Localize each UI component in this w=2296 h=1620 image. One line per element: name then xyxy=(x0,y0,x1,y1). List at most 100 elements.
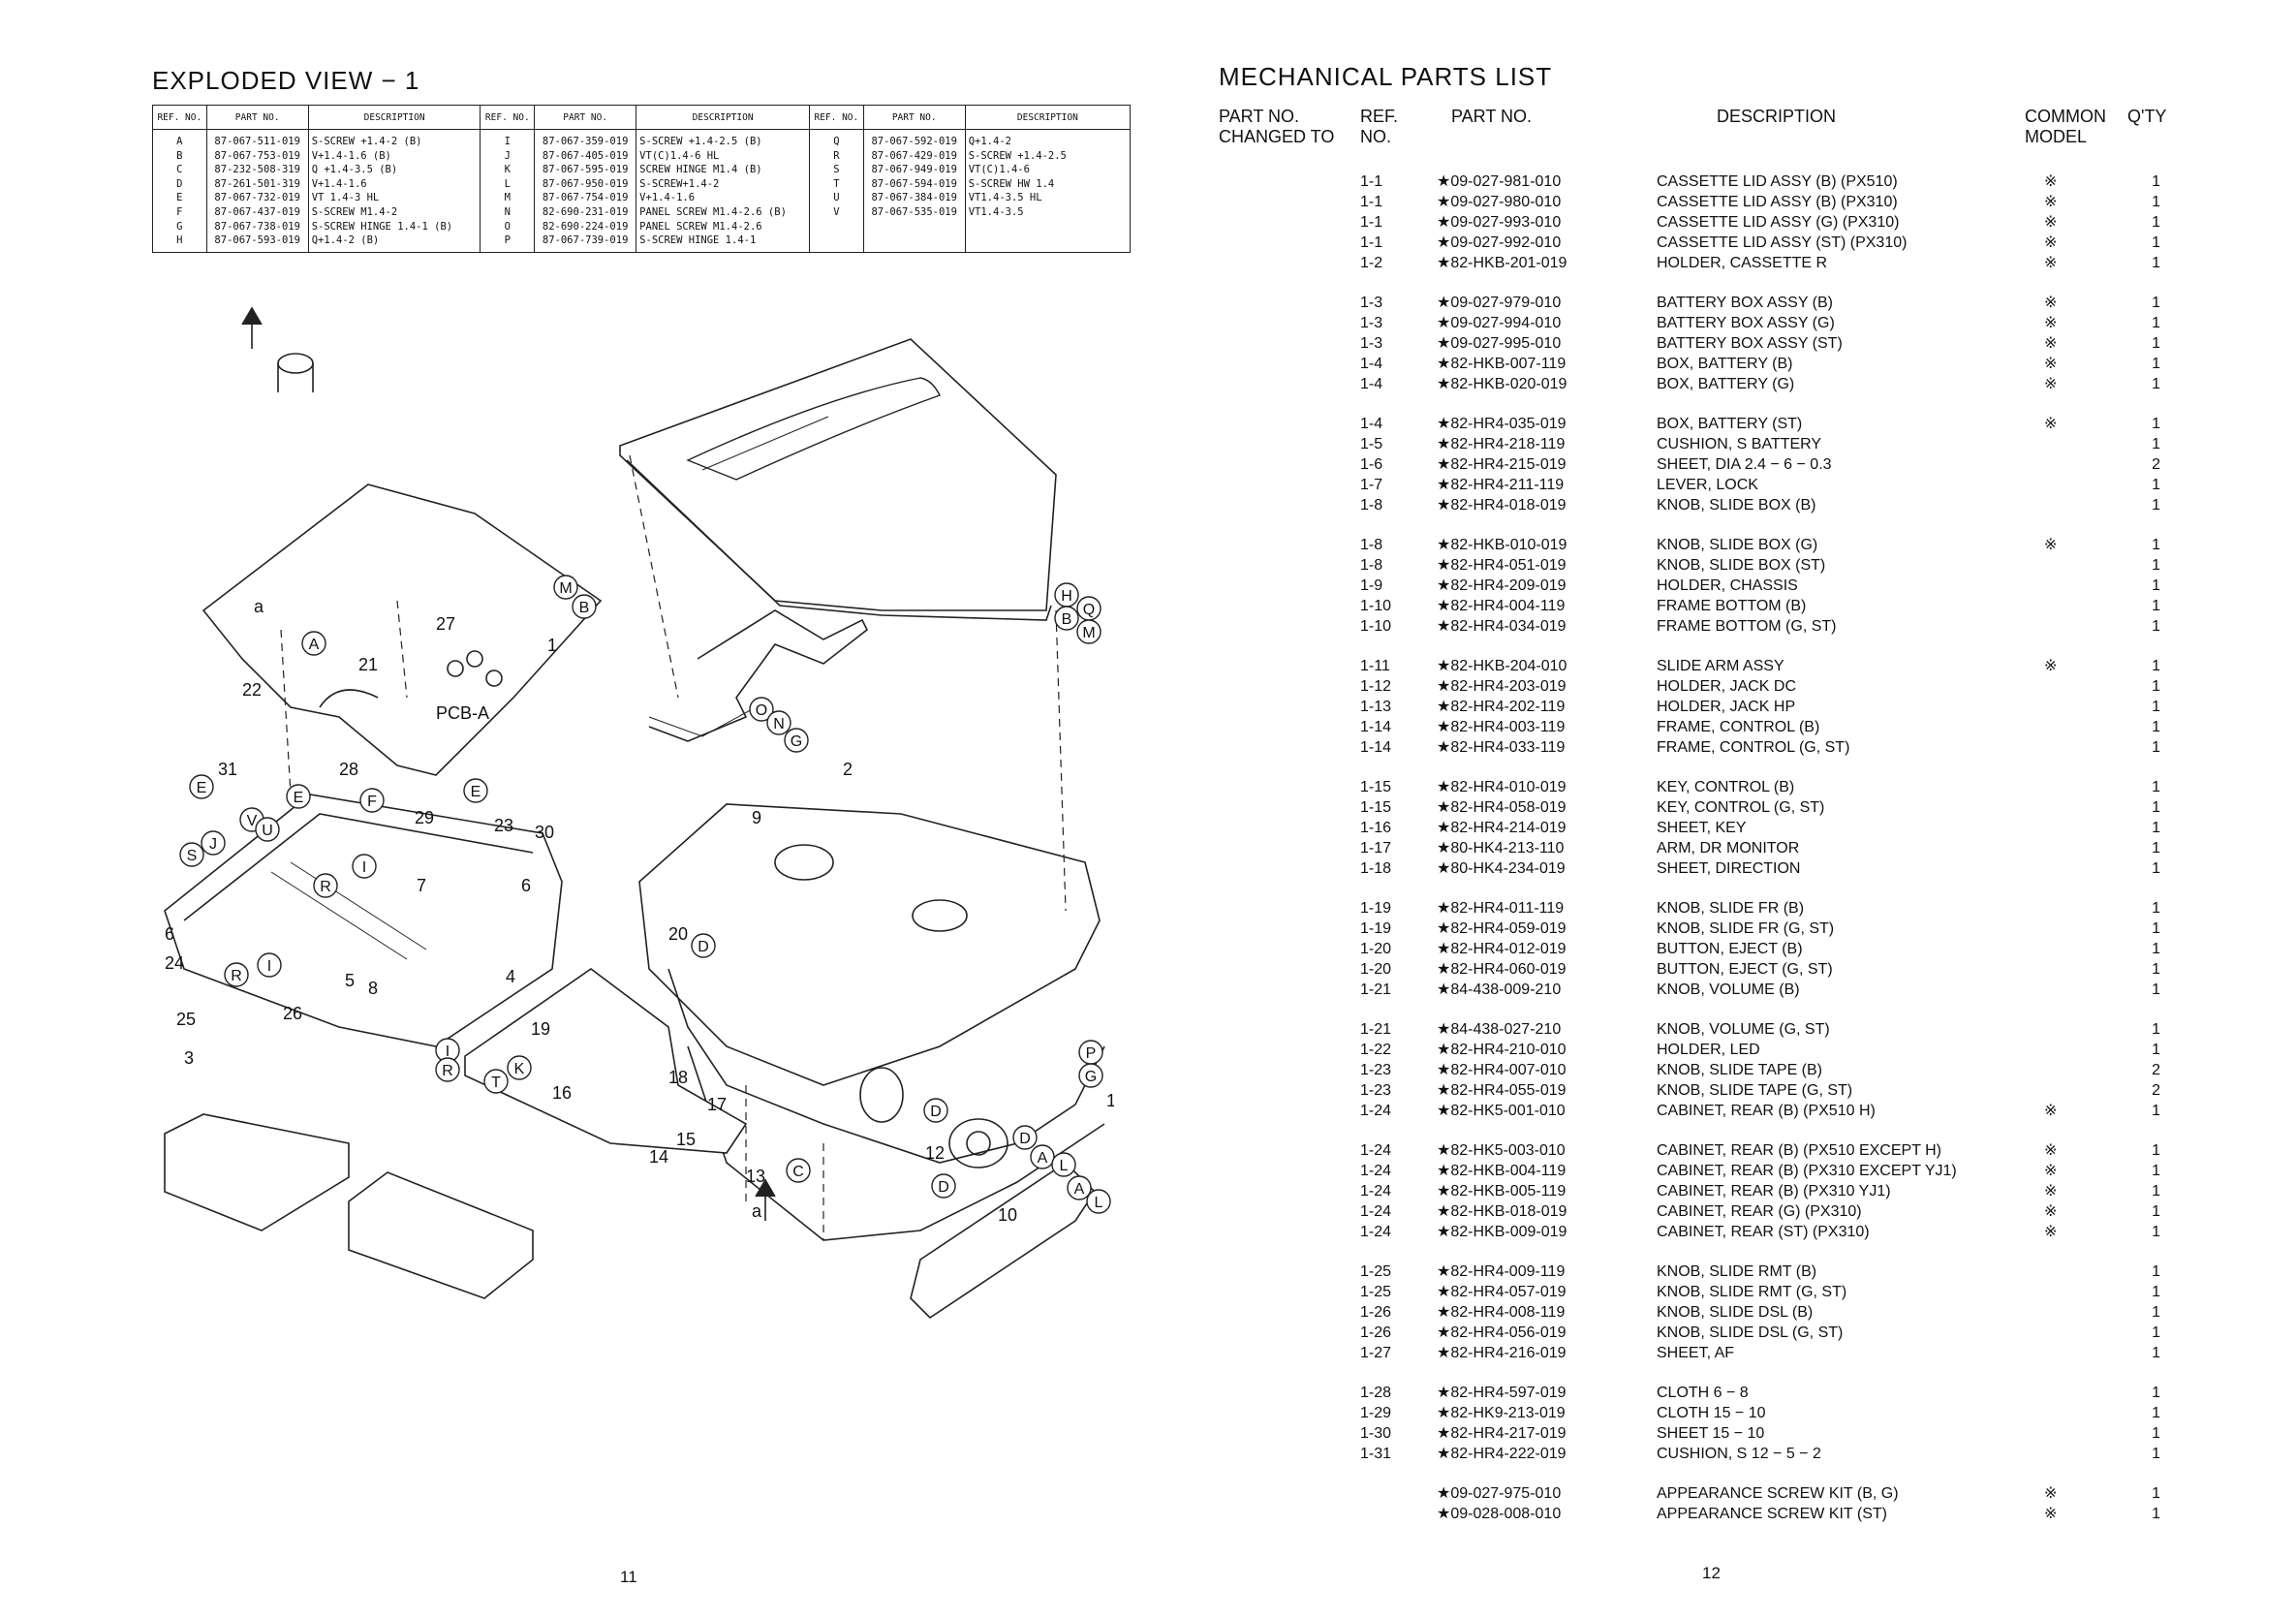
part-ref: 1-5 xyxy=(1360,436,1383,452)
part-qty: 2 xyxy=(2152,456,2160,473)
part-desc: HOLDER, LED xyxy=(1657,1042,1760,1058)
screw-ref-cell: M xyxy=(480,191,536,205)
screw-ref-cell: E xyxy=(152,191,207,205)
part-ref: 1-23 xyxy=(1360,1062,1392,1078)
part-ref: 1-10 xyxy=(1360,598,1392,614)
part-ref: 1-19 xyxy=(1360,900,1392,917)
screw-table-header: REF. NO. xyxy=(809,105,864,130)
part-common: ※ xyxy=(2044,416,2058,432)
screw-desc-cell: S-SCREW HINGE 1.4-1 xyxy=(636,234,811,253)
diagram-callout-label: G xyxy=(1085,1069,1097,1085)
part-ref: 1-25 xyxy=(1360,1263,1392,1280)
part-qty: 1 xyxy=(2152,1263,2160,1280)
part-qty: 1 xyxy=(2152,1203,2160,1220)
diagram-callout-label: 6 xyxy=(165,924,174,944)
diagram-callout-label: U xyxy=(262,823,273,839)
part-part: ★82-HR4-202-119 xyxy=(1437,699,1566,715)
part-qty: 1 xyxy=(2152,820,2160,836)
part-part: ★82-HR4-217-019 xyxy=(1437,1425,1567,1442)
part-part: ★82-HR4-059-019 xyxy=(1437,920,1567,937)
callout-circle xyxy=(1054,606,1079,631)
diagram-callout-label: B xyxy=(579,600,590,616)
part-part: ★82-HR4-215-019 xyxy=(1437,456,1567,473)
part-qty: 1 xyxy=(2152,234,2160,251)
callout-circle xyxy=(572,594,597,619)
screw-desc-cell: VT(C)1.4-6 HL xyxy=(636,148,811,164)
part-qty: 1 xyxy=(2152,356,2160,372)
part-part: ★82-HR4-035-019 xyxy=(1437,416,1567,432)
part-ref: 1-1 xyxy=(1360,194,1383,210)
diagram-callout-label: C xyxy=(792,1164,804,1180)
diagram-callout-label: D xyxy=(930,1104,942,1120)
diagram-callout-label: A xyxy=(309,637,320,653)
diagram-callout-label: 15 xyxy=(676,1130,696,1149)
callout-circle xyxy=(313,873,338,898)
screw-desc-cell: S-SCREW +1.4-2.5 xyxy=(964,148,1132,164)
screw-desc-cell: Q+1.4-2 xyxy=(964,129,1132,149)
diagram-callout-label: 8 xyxy=(368,979,378,998)
diagram-callout-label: N xyxy=(773,716,785,732)
part-part: ★82-HR4-209-019 xyxy=(1437,577,1567,594)
diagram-callout-label: L xyxy=(1060,1158,1069,1174)
diagram-callout-label: 18 xyxy=(668,1068,688,1087)
diagram-callout-label: 27 xyxy=(436,614,455,634)
part-qty: 1 xyxy=(2152,1183,2160,1199)
screw-part-cell: 87-067-384-019 xyxy=(862,191,966,205)
part-qty: 1 xyxy=(2152,214,2160,231)
part-part: ★82-HR4-011-119 xyxy=(1437,900,1565,917)
slide-arm-drawing xyxy=(648,609,869,742)
part-ref: 1-22 xyxy=(1360,1042,1392,1058)
part-desc: SHEET, DIRECTION xyxy=(1657,860,1801,877)
part-ref: 1-23 xyxy=(1360,1082,1392,1099)
diagram-callout-label: 17 xyxy=(707,1095,727,1114)
diagram-callout-label: 25 xyxy=(176,1010,196,1029)
part-ref: 1-27 xyxy=(1360,1345,1392,1361)
part-part: ★82-HR4-056-019 xyxy=(1437,1324,1567,1341)
diagram-callout-label: a xyxy=(752,1201,762,1221)
part-desc: SLIDE ARM ASSY xyxy=(1657,658,1784,674)
part-desc: CASSETTE LID ASSY (B) (PX510) xyxy=(1657,173,1898,190)
part-part: ★09-027-975-010 xyxy=(1437,1485,1562,1502)
screw-part-cell: 87-261-501-319 xyxy=(205,176,309,192)
diagram-callout-label: E xyxy=(197,780,207,796)
diagram-callout-label: T xyxy=(491,1075,501,1091)
screw-table-header: PART NO. xyxy=(534,105,637,130)
part-ref: 1-15 xyxy=(1360,779,1392,795)
diagram-callout-label: 12 xyxy=(925,1143,945,1163)
screw-desc-cell: V+1.4-1.6 xyxy=(636,191,811,205)
part-part: ★82-HR4-058-019 xyxy=(1437,799,1567,816)
callout-circle xyxy=(301,631,326,656)
screw-desc-cell: Q+1.4-2 (B) xyxy=(307,234,481,253)
part-qty: 1 xyxy=(2152,1304,2160,1321)
diagram-callout-label: R xyxy=(442,1063,453,1079)
part-part: ★82-HKB-010-019 xyxy=(1437,537,1567,553)
part-part: ★82-HR4-057-019 xyxy=(1437,1284,1567,1300)
diagram-callout-label: J xyxy=(209,836,217,853)
part-desc: BUTTON, EJECT (G, ST) xyxy=(1657,961,1833,978)
chassis-mechanism-drawing xyxy=(638,803,1105,1241)
part-desc: BOX, BATTERY (G) xyxy=(1657,376,1795,392)
screw-ref-cell: G xyxy=(152,219,207,234)
part-ref: 1-4 xyxy=(1360,416,1383,432)
diagram-callout-label: R xyxy=(231,968,242,984)
part-qty: 1 xyxy=(2152,658,2160,674)
exploded-view-title: EXPLODED VIEW − 1 xyxy=(152,66,420,95)
part-common: ※ xyxy=(2044,376,2058,392)
part-part: ★84-438-009-210 xyxy=(1437,981,1562,998)
part-qty: 1 xyxy=(2152,699,2160,715)
part-part: ★82-HR4-012-019 xyxy=(1437,941,1567,957)
diagram-callout-label: D xyxy=(938,1179,949,1196)
part-qty: 1 xyxy=(2152,173,2160,190)
part-desc: KEY, CONTROL (B) xyxy=(1657,779,1795,795)
callout-circle xyxy=(1078,1063,1103,1088)
diagram-callout-label: 22 xyxy=(242,680,262,700)
part-ref: 1-15 xyxy=(1360,799,1392,816)
part-desc: LEVER, LOCK xyxy=(1657,477,1758,493)
part-common: ※ xyxy=(2044,1506,2058,1522)
header-common-model: COMMON MODEL xyxy=(2025,107,2106,146)
diagram-callout-label: 7 xyxy=(417,876,426,895)
part-part: ★82-HKB-018-019 xyxy=(1437,1203,1567,1220)
part-qty: 1 xyxy=(2152,678,2160,695)
part-ref: 1-29 xyxy=(1360,1405,1392,1421)
